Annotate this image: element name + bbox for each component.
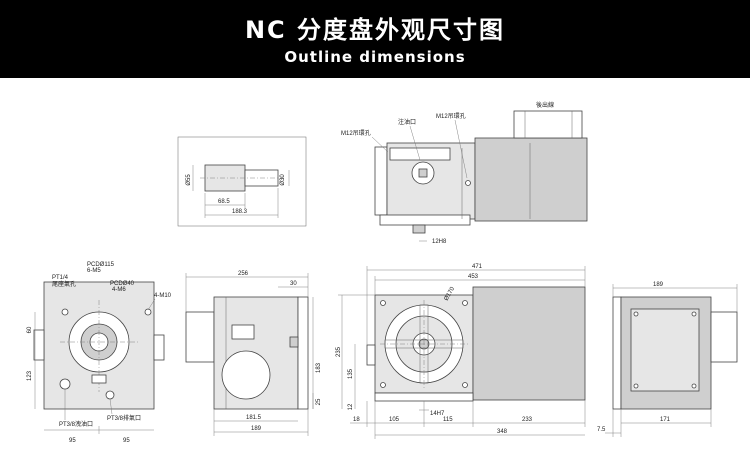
dim-len-188-3: 188.3 [232, 209, 248, 215]
dim-123: 123 [27, 370, 33, 381]
front-view: Ø170 471 453 235 135 12 14H7 18 105 115 … [336, 264, 586, 439]
dim-25: 25 [316, 398, 322, 405]
dim-60: 60 [27, 326, 33, 333]
dim-len-68-5: 68.5 [218, 199, 230, 205]
title-banner: NC 分度盘外观尺寸图 Outline dimensions [0, 0, 750, 78]
left-view: PT1/4 尾座氣孔 PCDØ115 6-M5 PCDØ40 4-M6 4-M1… [27, 262, 172, 444]
label-tail-air: 尾座氣孔 [52, 280, 76, 288]
label-oil-inlet: 注油口 [398, 118, 416, 126]
label-pcd40: PCDØ40 [110, 281, 135, 287]
label-m12-lift-right: M12吊環孔 [436, 112, 466, 120]
dim-189: 189 [251, 426, 262, 432]
dim-453: 453 [468, 274, 479, 280]
side-view: 256 30 183 25 181.5 189 [185, 271, 322, 436]
dim-dia-55: Ø55 [186, 174, 192, 186]
dim-dia-30: Ø30 [280, 174, 286, 186]
page-title: NC 分度盘外观尺寸图 [244, 16, 506, 44]
dim-rear-171: 171 [660, 417, 671, 423]
label-6-m5: 6-M5 [87, 268, 101, 274]
label-4-m6: 4-M6 [112, 287, 126, 293]
label-pt14: PT1/4 [52, 275, 69, 281]
dim-slot-14h7: 14H7 [430, 411, 445, 417]
dim-30: 30 [290, 281, 297, 287]
dim-slot-12h8: 12H8 [432, 239, 447, 245]
dim-105: 105 [389, 417, 400, 423]
dim-235: 235 [336, 346, 342, 357]
dim-95-left: 95 [69, 438, 76, 444]
rear-view: 189 171 7.5 [597, 282, 738, 437]
dim-233: 233 [522, 417, 533, 423]
dim-95-right: 95 [123, 438, 130, 444]
dim-rear-189: 189 [653, 282, 664, 288]
dim-12: 12 [348, 403, 354, 410]
label-pt38-drain: PT3/8洩油口 [59, 420, 93, 428]
dim-256: 256 [238, 271, 249, 277]
dim-181-5: 181.5 [246, 415, 262, 421]
label-pt38-fill: PT3/8排氣口 [107, 414, 141, 422]
top-view: 注油口 M12吊環孔 M12吊環孔 後出線 12H8 [341, 101, 588, 245]
label-4-m10: 4-M10 [154, 293, 172, 299]
dim-rear-7-5: 7.5 [597, 427, 606, 433]
page-subtitle: Outline dimensions [284, 48, 466, 66]
dim-135: 135 [348, 368, 354, 379]
dim-348: 348 [497, 429, 508, 435]
label-rear-outlet: 後出線 [536, 101, 554, 109]
label-m12-lift-left: M12吊環孔 [341, 129, 371, 137]
dim-115: 115 [443, 417, 453, 423]
motor-shaft-detail: Ø55 Ø30 68.5 188.3 [177, 136, 307, 227]
dim-183: 183 [316, 362, 322, 373]
dim-471: 471 [472, 264, 483, 270]
dim-18: 18 [353, 417, 360, 423]
label-pcd115: PCDØ115 [87, 262, 115, 268]
